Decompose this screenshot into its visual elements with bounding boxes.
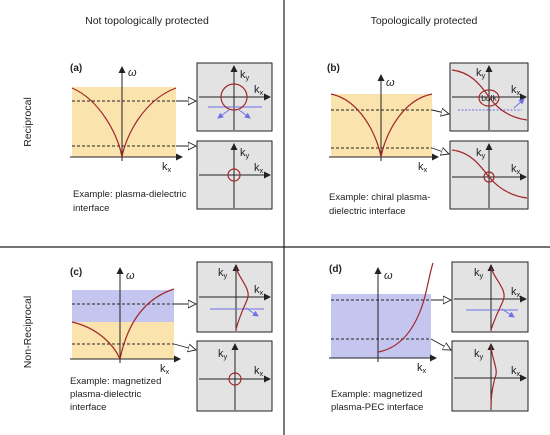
- panel-d-example-line1: Example: magnetized: [331, 389, 422, 400]
- panel-b-edge-curve: [451, 69, 528, 121]
- panel-b-example-line1: Example: chiral plasma-: [329, 192, 430, 203]
- panel-c-label: (c): [70, 267, 82, 278]
- panel-c-k-label: kx: [160, 363, 170, 376]
- svg-text:ky: ky: [476, 67, 486, 80]
- svg-text:kx: kx: [511, 365, 521, 378]
- svg-text:kx: kx: [511, 286, 521, 299]
- panel-c-edge-curve: [235, 267, 249, 331]
- panel-d-example-line2: plasma-PEC interface: [331, 402, 423, 413]
- svg-text:ky: ky: [240, 147, 250, 160]
- panel-a-small-circle: [227, 168, 241, 182]
- panel-a-label: (a): [70, 63, 82, 74]
- panel-b-inset-bottom: ky kx: [449, 140, 529, 210]
- panel-a-example-line1: Example: plasma-dielectric: [73, 189, 187, 200]
- panel-b-k-label: kx: [418, 161, 428, 174]
- panel-a-k-label: kx: [162, 161, 172, 174]
- panel-c-right-branch: [119, 288, 175, 360]
- panel-b-left-branch: [330, 93, 382, 158]
- panel-c-small-circle: [228, 372, 242, 386]
- svg-text:kx: kx: [254, 84, 264, 97]
- panel-b-edge-curve-bottom: [451, 149, 528, 199]
- panel-d-arrow-lower: [430, 338, 451, 350]
- panel-c-omega-label: ω: [126, 270, 135, 282]
- svg-text:ky: ky: [218, 267, 228, 280]
- panel-d-omega-label: ω: [384, 270, 393, 282]
- panel-c-example-line1: Example: magnetized: [70, 376, 161, 387]
- svg-text:kx: kx: [511, 84, 521, 97]
- row-header-top: Reciprocal: [22, 97, 34, 147]
- panel-d-k-label: kx: [417, 362, 427, 375]
- svg-text:ky: ky: [474, 267, 484, 280]
- panel-b-label: (b): [327, 63, 340, 74]
- panel-b-bulk-region: [478, 89, 500, 107]
- panel-b-example-line2: dielectric interface: [329, 206, 406, 217]
- svg-text:kx: kx: [254, 162, 264, 175]
- panel-d-inset-bottom: ky kx: [451, 340, 529, 412]
- svg-text:kx: kx: [511, 163, 521, 176]
- svg-text:ky: ky: [240, 69, 250, 82]
- panel-c-arrow-lower: [173, 344, 196, 350]
- panel-a-left-branch: [71, 87, 123, 158]
- panel-c-inset-top: ky kx: [196, 261, 273, 333]
- panel-b-small-circle: [483, 171, 495, 183]
- panel-b-arrow-upper: [431, 110, 449, 114]
- column-header-left: Not topologically protected: [85, 15, 209, 27]
- panel-b-inset-top: ky kx bulk: [449, 62, 529, 132]
- panel-d: (d) ω kx Example: magnetized plasma-PEC …: [329, 261, 529, 413]
- panel-b: (b) ω kx Example: chiral plasma- dielect…: [327, 62, 529, 217]
- svg-text:ky: ky: [474, 348, 484, 361]
- panel-d-edge-curve: [490, 267, 505, 331]
- panel-a-example-line2: interface: [73, 203, 109, 214]
- panel-d-narrow-curve: [490, 345, 497, 409]
- panel-b-arrow-lower: [431, 148, 449, 154]
- panel-c-inset-bottom: ky kx: [196, 340, 273, 412]
- panel-c: (c) ω kx Example: magnetized plasma-diel…: [70, 261, 273, 413]
- panel-b-right-branch: [380, 93, 433, 158]
- panel-a-inset-bottom: ky kx: [196, 140, 273, 210]
- panel-d-inset-top: ky kx: [451, 261, 529, 333]
- column-header-right: Topologically protected: [371, 15, 478, 27]
- panel-a-omega-label: ω: [128, 67, 137, 79]
- panel-a-right-branch: [121, 87, 177, 158]
- panel-c-example-line2: plasma-dielectric: [70, 389, 142, 400]
- panel-d-band: [331, 294, 431, 358]
- panel-d-label: (d): [329, 264, 342, 275]
- panel-c-left-branch: [71, 321, 121, 360]
- panel-c-example-line3: interface: [70, 402, 106, 413]
- svg-text:kx: kx: [254, 284, 264, 297]
- panel-d-dispersion-curve: [377, 262, 434, 353]
- svg-text:kx: kx: [254, 365, 264, 378]
- row-header-bottom: Non-Reciprocal: [22, 296, 34, 368]
- panel-a: (a) ω kx Example: plasma-dielectric inte…: [70, 62, 273, 214]
- panel-c-band-blue: [72, 290, 174, 322]
- panel-b-omega-label: ω: [386, 77, 395, 89]
- svg-text:ky: ky: [218, 348, 228, 361]
- panel-a-isofrequency-circle: [220, 83, 248, 111]
- panel-a-inset-top: ky kx: [196, 62, 273, 132]
- svg-text:ky: ky: [476, 147, 486, 160]
